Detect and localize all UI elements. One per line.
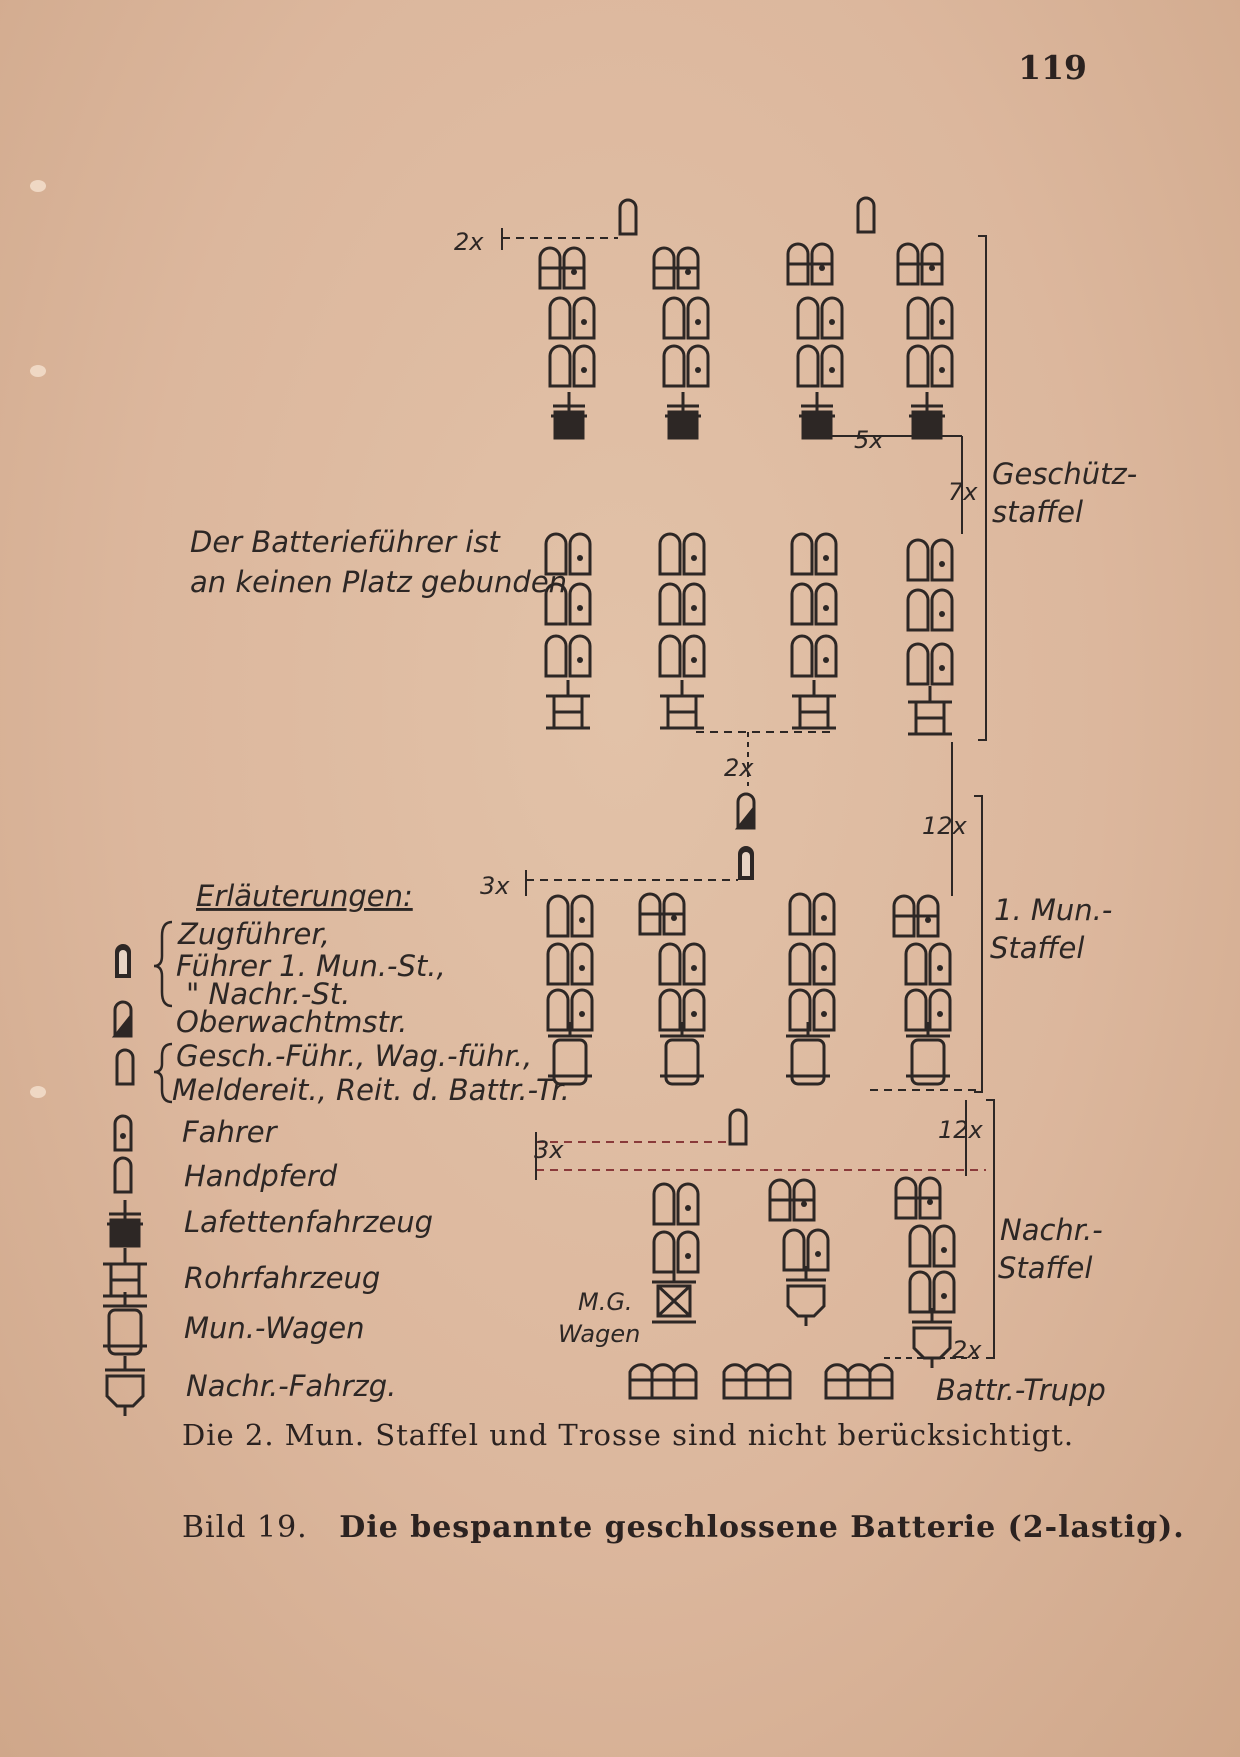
distance-label: 7x — [948, 478, 978, 506]
rohr-column — [790, 532, 838, 730]
nachr-staffel-label: Nachr.- — [1000, 1213, 1103, 1247]
battr-trupp-label: Battr.-Trupp — [936, 1373, 1106, 1407]
legend-label: Meldereit., Reit. d. Battr.-Tr. — [172, 1073, 570, 1107]
nachrichtenfahrzeug-icon — [103, 1354, 147, 1418]
footnote: Die 2. Mun. Staffel und Trosse sind nich… — [182, 1418, 1075, 1452]
legend-label: Mun.-Wagen — [184, 1311, 364, 1345]
rohrfahrzeug-icon — [101, 1246, 149, 1298]
mg-wagen-column — [650, 1182, 700, 1324]
distance-lines — [501, 228, 995, 1359]
legend-label: Führer 1. Mun.-St., — [176, 949, 446, 983]
mun-staffel-label: Staffel — [990, 931, 1084, 965]
lafettenfahrzeug-icon — [105, 1198, 145, 1248]
legend-label: Lafettenfahrzeug — [184, 1205, 433, 1239]
gun-column — [786, 242, 844, 440]
legend-label: Rohrfahrzeug — [184, 1261, 380, 1295]
rohr-column — [658, 532, 706, 730]
distance-label: 3x — [534, 1136, 564, 1164]
legend-label: Nachr.-Fahrzg. — [186, 1369, 396, 1403]
geschuetzstaffel-label: Geschütz- — [992, 457, 1137, 491]
legend-label: Fahrer — [182, 1115, 279, 1149]
mun-staffel-label: 1. Mun.- — [994, 893, 1112, 927]
rohr-column — [544, 532, 592, 730]
distance-label: 2x — [724, 754, 754, 782]
figure-caption: Bild 19. Die bespannte geschlossene Batt… — [182, 1510, 1185, 1545]
legend: Erläuterungen: Zugführer, Führer 1. Mun.… — [101, 879, 570, 1418]
geschuetzstaffel-label: staffel — [992, 495, 1083, 529]
distance-label: 12x — [922, 812, 968, 840]
legend-label: Handpferd — [184, 1159, 338, 1193]
rider-icon — [738, 846, 754, 880]
mg-wagen-label: Wagen — [558, 1320, 640, 1348]
fahrer-icon — [113, 1114, 133, 1152]
rider-icon — [618, 198, 638, 236]
handpferd-icon — [113, 1156, 133, 1194]
oberwachtmeister-icon — [113, 1000, 133, 1038]
distance-label: 2x — [454, 228, 484, 256]
page-number: 119 — [1018, 48, 1087, 87]
punch-hole — [30, 1086, 46, 1098]
nachr-column — [768, 1178, 830, 1328]
battery-leader-note: an keinen Platz gebunden — [190, 565, 567, 599]
zugfuehrer-icon — [115, 944, 131, 978]
mun-column — [892, 894, 952, 1086]
battr-trupp-team — [824, 1363, 894, 1400]
distance-label: 12x — [938, 1116, 984, 1144]
gun-column — [538, 246, 596, 440]
punch-hole — [30, 365, 46, 377]
oberwachtmeister-icon — [736, 792, 756, 830]
battery-leader-note: Der Batterieführer ist — [190, 525, 501, 559]
geschuetzfuehrer-icon — [115, 1048, 135, 1086]
legend-label: Zugführer, — [177, 917, 330, 951]
legend-title: Erläuterungen: — [196, 879, 413, 913]
caption-title: Die bespannte geschlossene Batterie (2-l… — [339, 1510, 1185, 1545]
legend-label: Gesch.-Führ., Wag.-führ., — [176, 1039, 532, 1073]
rider-icon — [856, 196, 876, 234]
rohr-column — [906, 538, 954, 736]
mun-column — [638, 892, 706, 1086]
nachr-staffel-label: Staffel — [998, 1251, 1092, 1285]
mun-wagen-icon — [101, 1290, 149, 1356]
distance-label: 2x — [952, 1336, 982, 1364]
legend-label: Oberwachtmstr. — [176, 1005, 407, 1039]
gun-column — [896, 242, 954, 440]
nachr-column — [894, 1176, 956, 1370]
mun-column — [784, 892, 836, 1086]
rider-icon — [728, 1108, 748, 1146]
punch-hole — [30, 180, 46, 192]
distance-label: 5x — [854, 426, 884, 454]
mg-wagen-label: M.G. — [578, 1288, 633, 1316]
battr-trupp-team — [628, 1363, 698, 1400]
legend-label: " Nachr.-St. — [186, 977, 350, 1011]
gun-column — [652, 246, 710, 440]
battr-trupp-team — [722, 1363, 792, 1400]
mun-column — [546, 894, 594, 1086]
distance-label: 3x — [480, 872, 510, 900]
caption-prefix: Bild 19. — [182, 1510, 308, 1545]
